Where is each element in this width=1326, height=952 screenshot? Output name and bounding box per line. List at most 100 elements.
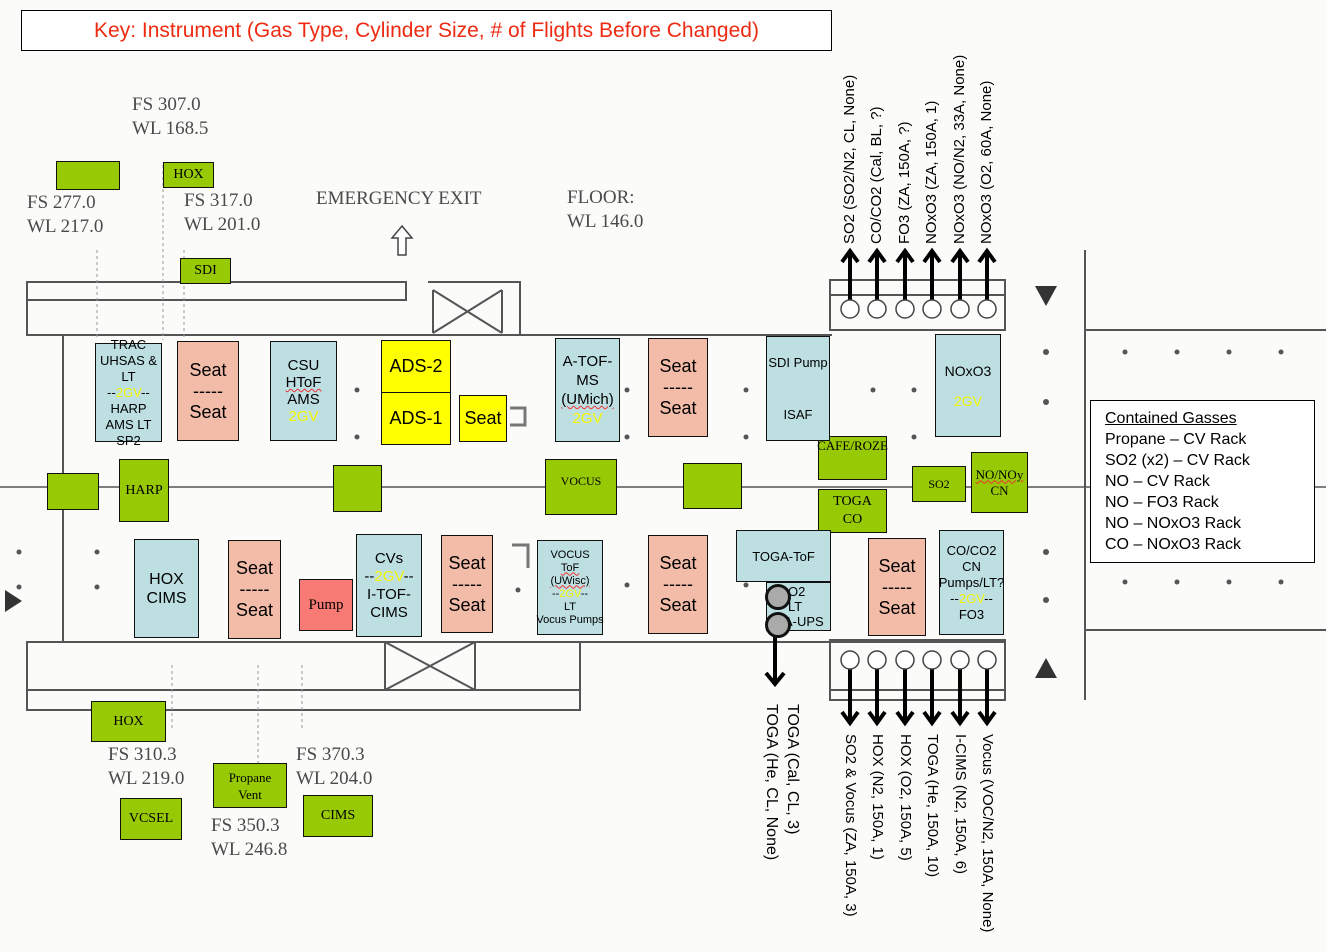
gas-port-circle — [922, 299, 942, 319]
gas-line-arrow-down — [840, 668, 860, 727]
gas-line-arrow-down — [950, 668, 970, 727]
bottom-gas-line-label: SO2 & Vocus (ZA, 150A, 3) — [842, 734, 859, 917]
floor-label: FLOOR:WL 146.0 — [567, 187, 644, 232]
upper-wall — [26, 281, 832, 336]
legend-item: CO – NOxO3 Rack — [1105, 536, 1242, 553]
inlet-unnamed-top-left — [56, 161, 120, 190]
key-title: Key: Instrument (Gas Type, Cylinder Size… — [21, 10, 832, 51]
bottom-gas-line-label: HOX (N2, 150A, 1) — [869, 734, 886, 860]
gas-port-circle — [922, 650, 942, 670]
seat-pair-4[interactable]: Seat-----Seat — [441, 535, 493, 633]
gas-port-circle — [977, 299, 997, 319]
gas-port-circle — [977, 650, 997, 670]
rack-toga-tof: TOGA-ToF — [736, 530, 831, 582]
rack-ads-2: ADS-2 — [381, 340, 451, 393]
seat-yellow[interactable]: Seat — [459, 395, 507, 442]
gas-port-circle — [840, 650, 860, 670]
rack-cvs-itof-cims: CVs --2GV-- I-TOF-CIMS — [356, 534, 422, 637]
inlet-unnamed-mid2 — [683, 463, 742, 509]
gas-line-arrow-down — [895, 668, 915, 727]
legend-item: NO – CV Rack — [1105, 473, 1210, 490]
top-gas-line-label: NOxO3 (O2, 60A, None) — [978, 80, 995, 244]
emergency-exit-label: EMERGENCY EXIT — [316, 188, 482, 209]
right-bulkhead — [1084, 250, 1326, 700]
upper-right-rack — [829, 279, 1006, 331]
seat-pair-3[interactable]: Seat-----Seat — [228, 540, 281, 639]
inlet-hox-top: HOX — [163, 162, 214, 188]
legend-item: Propane – CV Rack — [1105, 431, 1247, 448]
seat-pair-1[interactable]: Seat-----Seat — [177, 341, 239, 441]
top-gas-line-label: NOxO3 (NO/N2, 33A, None) — [951, 54, 968, 244]
top-gas-line-label: NOxO3 (ZA, 150A, 1) — [923, 100, 940, 244]
gas-port-circle — [895, 650, 915, 670]
bottom-gas-line-label: TOGA (He, 150A, 10) — [924, 734, 941, 878]
upper-exit-frame — [428, 281, 521, 335]
lower-exit-frame — [384, 641, 476, 691]
inlet-cims: CIMS — [303, 795, 373, 837]
legend-title: Contained Gasses — [1105, 410, 1237, 427]
inlet-vocus: VOCUS — [545, 459, 617, 515]
bottom-right-triangle-marker — [1035, 658, 1057, 678]
bottom-gas-line-label: HOX (O2, 150A, 5) — [897, 734, 914, 861]
inlet-unnamed-left — [47, 473, 99, 510]
gas-line-arrow-up — [840, 247, 860, 300]
gas-line-arrow-down — [922, 668, 942, 727]
toga-gas-line-label: TOGA (He, CL, None) — [763, 704, 780, 861]
top-gas-line-label: FO3 (ZA, 150A, ?) — [896, 121, 913, 244]
gas-line-arrow-down — [867, 668, 887, 727]
inlet-so2: SO2 — [912, 466, 966, 502]
legend-item: SO2 (x2) – CV Rack — [1105, 452, 1250, 469]
seat-pair-6[interactable]: Seat-----Seat — [868, 538, 926, 636]
left-triangle-marker — [5, 590, 22, 612]
seat-pair-5[interactable]: Seat-----Seat — [648, 535, 708, 634]
toga-gas-line-label: TOGA (Cal, CL, 3) — [784, 704, 801, 835]
gas-port-circle — [840, 299, 860, 319]
gas-port-circle — [867, 650, 887, 670]
inlet-sdi: SDI — [180, 258, 231, 284]
gas-port-circle — [950, 650, 970, 670]
gas-line-arrow-down — [977, 668, 997, 727]
top-right-triangle-marker — [1035, 286, 1057, 306]
gas-port-circle — [895, 299, 915, 319]
legend-item: NO – NOxO3 Rack — [1105, 515, 1242, 532]
seat-pair-2[interactable]: Seat-----Seat — [648, 338, 708, 437]
inlet-unnamed-mid1 — [333, 465, 382, 512]
gas-port-circle — [950, 299, 970, 319]
pump: Pump — [299, 579, 353, 631]
contained-gasses-legend: Contained Gasses Propane – CV Rack SO2 (… — [1090, 400, 1315, 563]
emergency-exit-arrow-icon — [390, 224, 414, 256]
gas-line-arrow-up — [867, 247, 887, 300]
gas-cylinder-icon — [765, 612, 791, 638]
lower-wall — [26, 639, 1006, 711]
bottom-gas-line-label: Vocus (VOC/N2, 150A, None) — [979, 734, 996, 933]
gas-line-arrow-up — [950, 247, 970, 300]
gas-line-arrow-up — [922, 247, 942, 300]
inlet-vcsel: VCSEL — [120, 798, 182, 840]
gas-line-arrow-up — [977, 247, 997, 300]
gas-cylinder-icon — [765, 584, 791, 610]
bottom-gas-line-label: I-CIMS (N2, 150A, 6) — [952, 734, 969, 875]
inlet-hox-bottom: HOX — [91, 701, 166, 742]
top-gas-line-label: CO/CO2 (Cal, BL, ?) — [868, 106, 885, 244]
inlet-cafe-roze: CAFE/ROZE — [817, 436, 888, 480]
gas-port-circle — [867, 299, 887, 319]
rack-ads-1: ADS-1 — [381, 392, 451, 445]
top-gas-line-label: SO2 (SO2/N2, CL, None) — [841, 74, 858, 244]
gas-line-arrow-up — [895, 247, 915, 300]
legend-item: NO – FO3 Rack — [1105, 494, 1219, 511]
